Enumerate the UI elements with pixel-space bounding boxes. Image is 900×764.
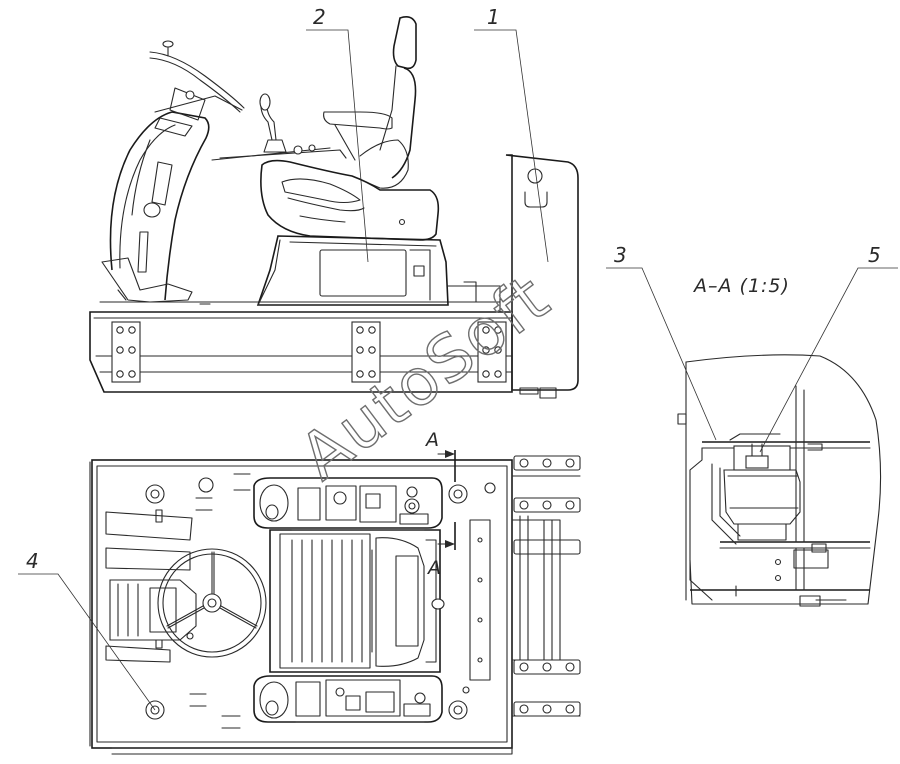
seat-pedestal <box>256 235 501 306</box>
left-console <box>253 477 443 531</box>
section-cut-line <box>437 450 456 550</box>
side-view <box>89 16 579 399</box>
steering-unit <box>109 548 267 658</box>
frame-marks <box>189 473 251 729</box>
rear-plate <box>505 154 579 399</box>
seat <box>260 16 440 241</box>
callout-2: 2 <box>313 5 326 29</box>
section-mark-top: А <box>424 429 439 451</box>
right-console <box>253 675 443 723</box>
frame <box>89 459 513 755</box>
top-view <box>89 450 581 755</box>
shock-absorber <box>723 443 801 541</box>
frame-bracket <box>431 519 491 681</box>
callout-5: 5 <box>868 243 881 267</box>
leader-lines <box>18 29 898 711</box>
callout-4: 4 <box>26 549 39 573</box>
steering-column <box>101 40 245 303</box>
callout-1: 1 <box>487 5 500 29</box>
callout-3: 3 <box>614 243 627 267</box>
rear-rollers <box>511 455 581 717</box>
control-lever <box>211 93 347 161</box>
base-bolt-plates <box>111 321 507 383</box>
section-mark-bottom: А <box>426 557 441 579</box>
seat-top <box>269 529 441 673</box>
section-title: А–А (1:5) <box>692 275 790 297</box>
section-detail <box>677 354 882 607</box>
corner-bolts <box>145 477 496 720</box>
